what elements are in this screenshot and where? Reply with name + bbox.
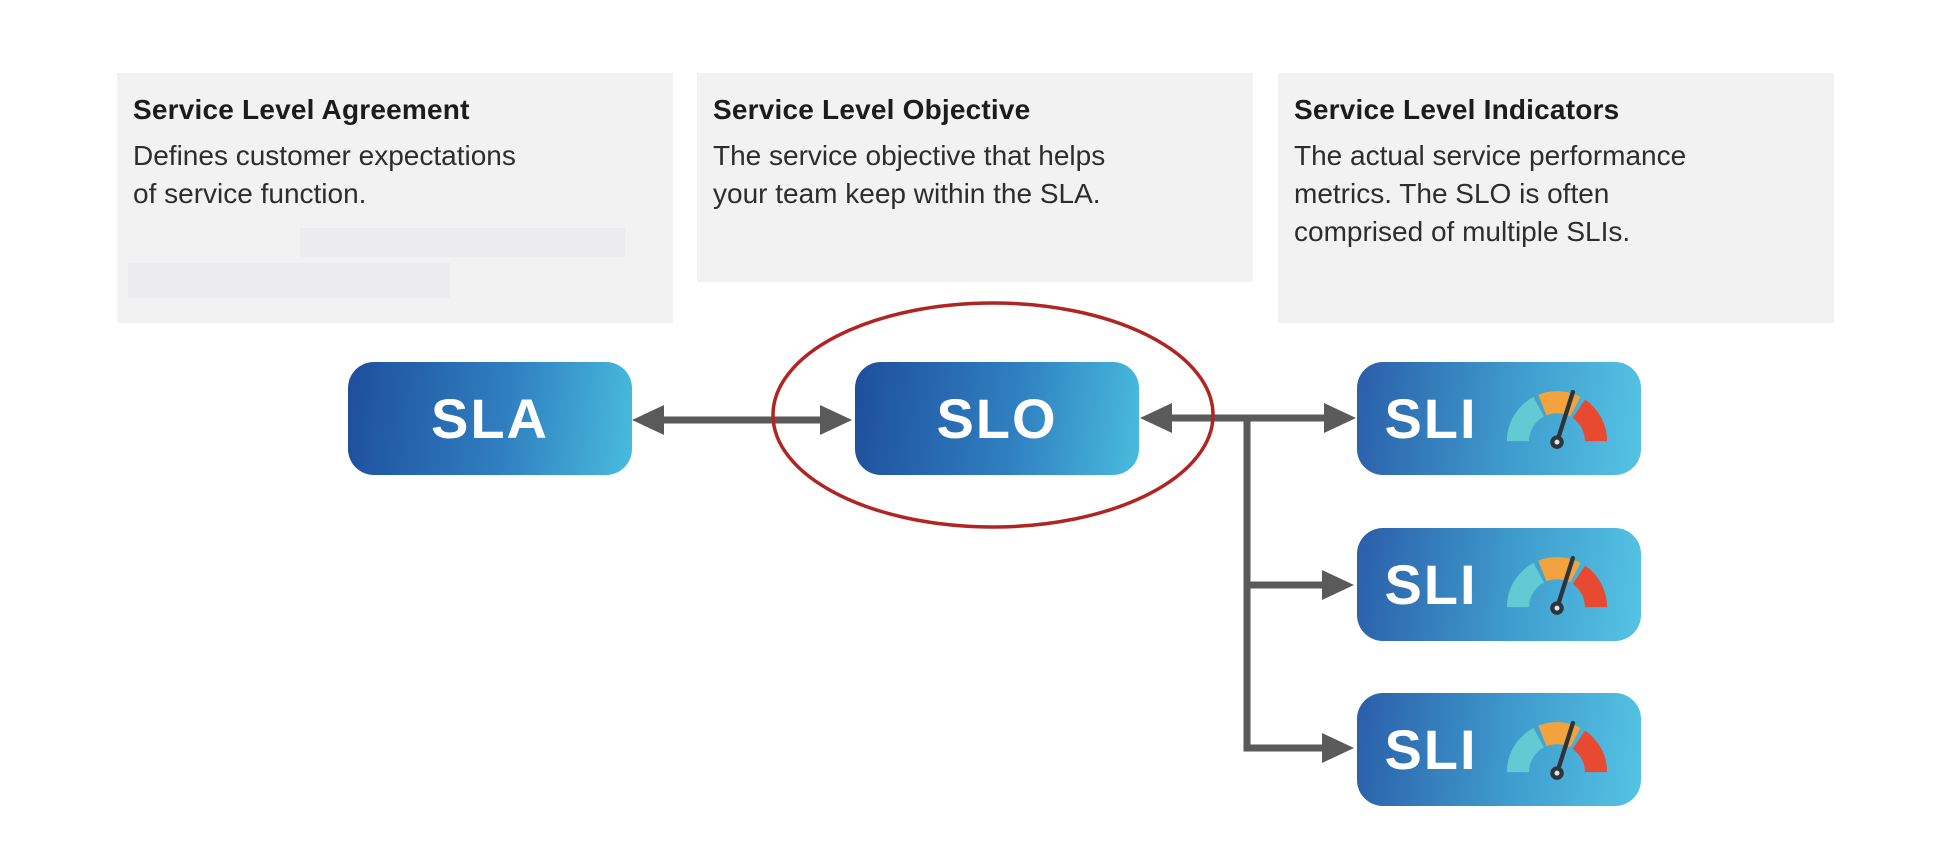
- desc-box-sli: Service Level Indicators The actual serv…: [1278, 73, 1834, 323]
- gauge-teal-segment: [1506, 727, 1544, 772]
- node-sla: SLA: [348, 362, 632, 475]
- desc-body-slo: The service objective that helps your te…: [713, 140, 1106, 209]
- node-slo-label: SLO: [936, 387, 1058, 450]
- node-sli-2: SLI: [1357, 528, 1641, 641]
- desc-title-slo: Service Level Objective: [713, 94, 1031, 125]
- gauge-icon: [1506, 389, 1607, 449]
- desc-box-slo: Service Level Objective The service obje…: [697, 73, 1253, 282]
- arrowhead-right-sli3: [1322, 733, 1354, 763]
- node-sli-label: SLI: [1384, 387, 1478, 450]
- desc-box-sla: Service Level Agreement Defines customer…: [117, 73, 673, 323]
- desc-body-sla: Defines customer expectations of service…: [133, 140, 516, 209]
- node-slo: SLO: [855, 362, 1139, 475]
- desc-body-sli: The actual service performance metrics. …: [1294, 140, 1687, 247]
- gauge-teal-segment: [1506, 562, 1544, 607]
- desc-title-sla: Service Level Agreement: [133, 94, 470, 125]
- arrowhead-right-sli2: [1322, 570, 1354, 600]
- gauge-pivot-hole: [1554, 605, 1560, 611]
- gauge-red-segment: [1572, 730, 1607, 772]
- arrowhead-left-slo: [1140, 403, 1172, 433]
- gauge-red-segment: [1572, 565, 1607, 607]
- connector-trunk-sli3: [1243, 418, 1334, 752]
- node-sla-label: SLA: [431, 387, 549, 450]
- redacted-text-placeholder: [128, 263, 450, 298]
- arrowhead-right-slo: [820, 405, 852, 435]
- node-sli-label: SLI: [1384, 718, 1478, 781]
- gauge-pivot-hole: [1554, 439, 1560, 445]
- arrowhead-left-sla: [632, 405, 664, 435]
- gauge-red-segment: [1572, 399, 1607, 441]
- gauge-teal-segment: [1506, 396, 1544, 441]
- node-sli-label: SLI: [1384, 553, 1478, 616]
- desc-title-sli: Service Level Indicators: [1294, 94, 1620, 125]
- gauge-needle: [1554, 555, 1575, 610]
- node-sli-3: SLI: [1357, 693, 1641, 806]
- gauge-icon: [1506, 555, 1607, 615]
- gauge-pivot-hole: [1554, 770, 1560, 776]
- gauge-needle: [1554, 720, 1575, 775]
- arrowhead-right-sli1: [1324, 403, 1356, 433]
- redacted-text-placeholder: [300, 228, 625, 257]
- gauge-icon: [1506, 720, 1607, 780]
- node-sli-1: SLI: [1357, 362, 1641, 475]
- gauge-needle: [1554, 389, 1575, 444]
